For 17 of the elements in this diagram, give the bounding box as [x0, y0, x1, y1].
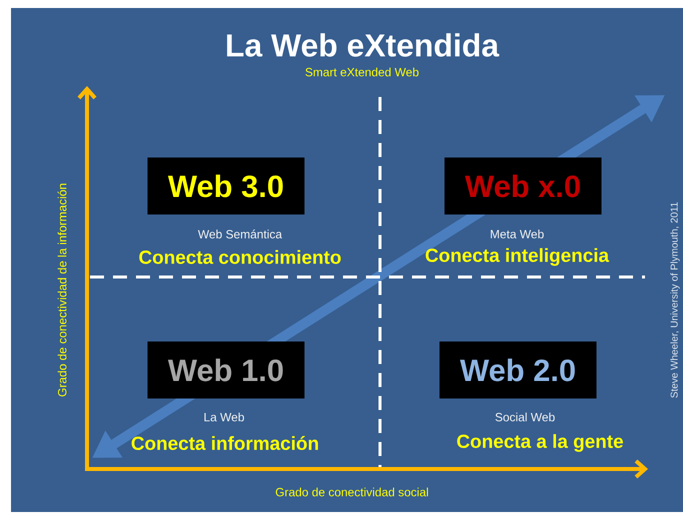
version-box: Web 2.0 [440, 341, 596, 398]
subtitle-text: Web Semántica [198, 230, 282, 238]
credit-text: Steve Wheeler, University of Plymouth, 2011 [670, 202, 680, 398]
version-box: Web x.0 [444, 157, 602, 214]
description-text: Conecta inteligencia [426, 248, 610, 266]
description-text: Conecta a la gente [457, 434, 623, 452]
axis-label: Grado de conectividad social [276, 488, 428, 496]
axis-label: Grado de conectividad de la información [58, 184, 66, 396]
subtitle-text: Social Web [495, 412, 555, 422]
description-text: Conecta conocimiento [139, 250, 341, 264]
subtitle-text: La Web [204, 412, 244, 422]
title-text: La Web eXtendida [227, 33, 500, 57]
subtitle-text: Meta Web [490, 230, 544, 238]
subtitle-text: Smart eXtended Web [306, 68, 419, 76]
description-text: Conecta información [132, 436, 318, 450]
version-box: Web 1.0 [148, 341, 304, 398]
version-box: Web 3.0 [148, 157, 304, 214]
